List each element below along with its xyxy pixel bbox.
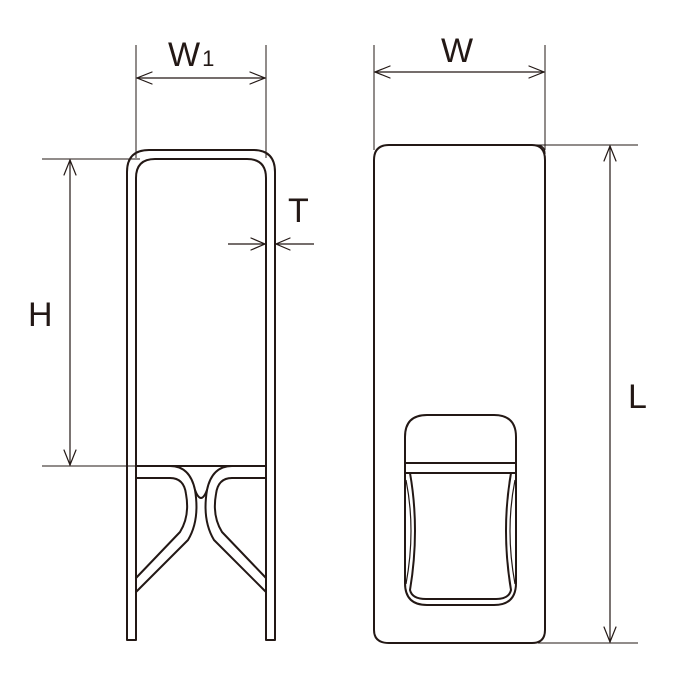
dimension-h: H: [28, 158, 140, 467]
spring-leg-right: [204, 465, 267, 593]
l-arrow-bottom: [603, 626, 617, 644]
dimension-w1: W1: [135, 36, 267, 158]
spring-leg-left: [135, 465, 198, 593]
l-arrow-top: [603, 144, 617, 162]
t-arrow-right: [274, 237, 291, 251]
spring-leg-right-inner: [213, 477, 267, 579]
w-arrow-right: [528, 65, 546, 79]
h-arrow-top: [63, 158, 77, 176]
t-label: T: [288, 192, 309, 230]
w1-label-main: W: [168, 36, 200, 74]
w1-arrow-left: [135, 71, 153, 85]
tab-shape: [409, 472, 512, 600]
h-arrow-bottom: [63, 449, 77, 467]
plate-corner-detail: [535, 144, 546, 155]
front-view: [126, 149, 276, 641]
w1-label-sub: 1: [202, 46, 214, 71]
window-opening: [404, 414, 517, 606]
w-arrow-left: [373, 65, 391, 79]
w1-label: W1: [168, 36, 214, 74]
dimension-t: T: [228, 192, 314, 251]
h-label: H: [28, 296, 53, 334]
dimension-l: L: [538, 144, 647, 644]
t-arrow-left: [250, 237, 267, 251]
dimension-w: W: [373, 32, 546, 150]
side-view: [373, 144, 546, 644]
w-label: W: [441, 32, 473, 70]
tab-shape-right-edge: [509, 479, 516, 585]
l-label: L: [628, 378, 647, 416]
spring-center-joint: [194, 489, 208, 499]
w1-arrow-right: [249, 71, 267, 85]
plate-outline: [373, 144, 546, 644]
tab-shape-left-edge: [405, 479, 412, 585]
spring-leg-left-inner: [135, 477, 189, 579]
clip-outer-profile: [126, 149, 276, 641]
